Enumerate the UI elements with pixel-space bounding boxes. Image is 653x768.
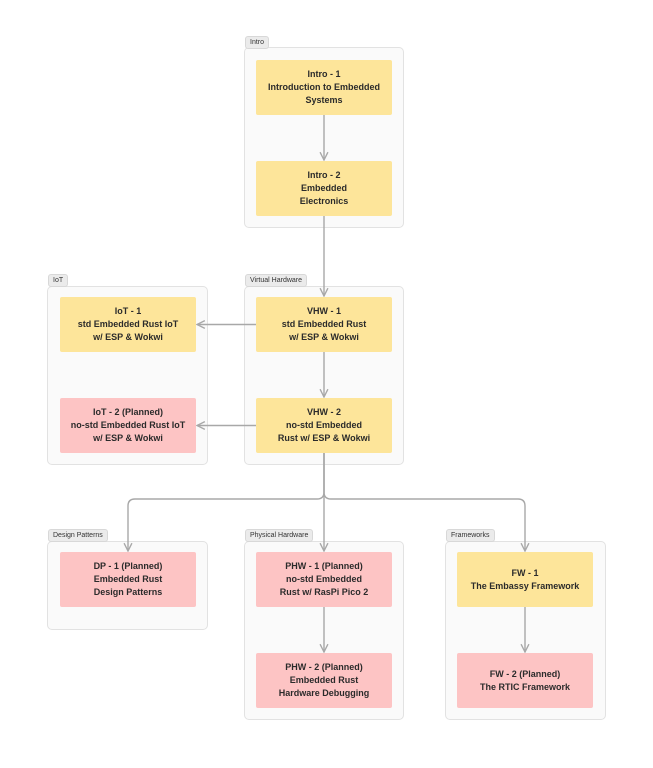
node-line: VHW - 2 [306, 407, 341, 417]
node-line: PHW - 1 (Planned) [285, 561, 363, 571]
node-line: Embedded Rust [289, 675, 359, 685]
node-line: VHW - 1 [306, 306, 341, 316]
node-line: Rust w/ ESP & Wokwi [277, 433, 371, 443]
node-line: FW - 2 (Planned) [489, 668, 561, 679]
node-line: Systems [305, 95, 343, 105]
node-line: PHW - 2 (Planned) [285, 662, 363, 672]
edge-vhw2-to-fw1 [323, 453, 525, 551]
edge-vhw2-to-dp1 [128, 453, 325, 551]
node-line: no-std Embedded [286, 420, 362, 430]
node-text: FW - 2 (Planned) The RTIC Framework [480, 668, 570, 694]
node-line: w/ ESP & Wokwi [93, 433, 163, 443]
node-line: Rust w/ RasPi Pico 2 [279, 587, 369, 597]
node-line: Introduction to Embedded [268, 82, 380, 92]
node-line: DP - 1 (Planned) [93, 561, 163, 571]
node-line: Design Patterns [93, 587, 163, 597]
node-line: std Embedded Rust [281, 319, 367, 329]
node-fw2[interactable]: FW - 2 (Planned) The RTIC Framework [457, 653, 593, 708]
node-text: IoT - 2 (Planned) no-std Embedded Rust Io… [71, 406, 186, 445]
node-text: IoT - 1 std Embedded Rust IoT w/ ESP & Wok… [78, 305, 179, 344]
node-line: Embedded [300, 183, 347, 193]
group-label-iot: IoT [48, 274, 69, 287]
node-line: IoT - 1 [114, 306, 142, 316]
node-line: Intro - 1 [307, 69, 341, 79]
node-line: IoT - 2 (Planned) [92, 407, 163, 417]
group-label-phw: Physical Hardware [245, 529, 314, 542]
node-line: The Embassy Framework [470, 580, 580, 591]
node-line: Electronics [299, 196, 349, 206]
node-line: Intro - 2 [307, 170, 341, 180]
node-line: w/ ESP & Wokwi [289, 332, 359, 342]
node-line: Embedded Rust [93, 574, 163, 584]
group-label-fw: Frameworks [446, 529, 495, 542]
group-label-dp: Design Patterns [48, 529, 108, 542]
node-text: VHW - 1 std Embedded Rust w/ ESP & Wokwi [282, 305, 367, 344]
node-line: Hardware Debugging [278, 688, 370, 698]
node-line: w/ ESP & Wokwi [93, 332, 163, 342]
node-iot1[interactable]: IoT - 1 std Embedded Rust IoT w/ ESP & Wok… [60, 297, 196, 352]
node-line: std Embedded Rust IoT [77, 319, 179, 329]
node-line: FW - 1 [511, 567, 539, 578]
node-fw1[interactable]: FW - 1 The Embassy Framework [457, 552, 593, 607]
node-text: FW - 1 The Embassy Framework [471, 567, 580, 593]
group-label-intro: Intro [245, 36, 270, 49]
node-vhw1[interactable]: VHW - 1 std Embedded Rust w/ ESP & Wokwi [256, 297, 392, 352]
node-line: The RTIC Framework [479, 681, 571, 692]
node-line: no-std Embedded [286, 574, 362, 584]
group-label-vhw: Virtual Hardware [245, 274, 308, 287]
node-iot2[interactable]: IoT - 2 (Planned) no-std Embedded Rust Io… [60, 398, 196, 453]
node-line: no-std Embedded Rust IoT [70, 420, 186, 430]
